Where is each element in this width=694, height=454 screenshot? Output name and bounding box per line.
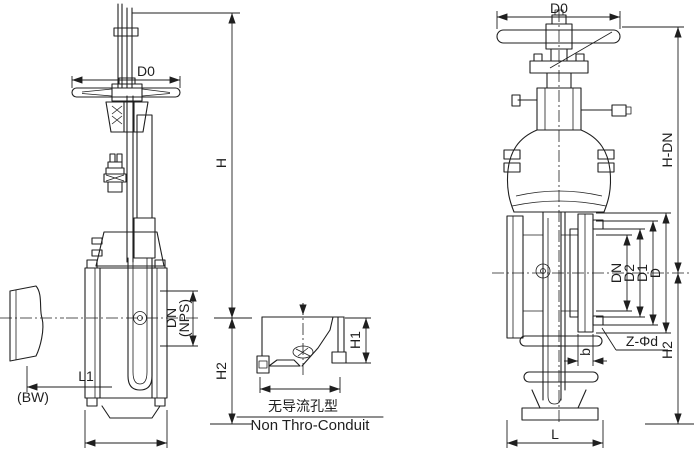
- left-d0-label: D0: [137, 63, 155, 79]
- weld-end-detail: L1 (BW): [0, 285, 112, 405]
- right-h2-label: H2: [659, 341, 675, 359]
- non-conduit-detail: H1 无导流孔型 Non Thro-Conduit: [236, 303, 384, 434]
- right-valve-dimensions: D0 H-DN DN D2 D1 D Z-Φd b H2 L: [496, 0, 694, 448]
- right-valve-view: [492, 9, 690, 424]
- left-h-label: H: [213, 158, 229, 168]
- insert-h1-label: H1: [347, 331, 363, 349]
- right-b-label: b: [577, 348, 593, 356]
- left-h2-label: H2: [213, 362, 229, 380]
- left-nps-label: (NPS): [176, 299, 192, 337]
- right-d2-label: D2: [621, 264, 637, 282]
- right-dn-label: DN: [608, 263, 624, 283]
- right-d1-label: D1: [634, 264, 650, 282]
- right-d-label: D: [647, 268, 663, 278]
- right-zphid-label: Z-Φd: [626, 333, 658, 349]
- right-l-label: L: [551, 426, 559, 442]
- right-hdn-label: H-DN: [659, 133, 675, 168]
- weld-l1-label: L1: [78, 368, 94, 384]
- left-valve-dimensions: D0 H H2 DN (NPS): [71, 12, 252, 448]
- weld-bw-label: (BW): [17, 389, 49, 405]
- right-d0-label: D0: [550, 0, 568, 16]
- left-valve-view: [66, 3, 200, 419]
- left-dn-label: DN: [163, 308, 179, 328]
- insert-caption-zh: 无导流孔型: [268, 398, 338, 414]
- insert-caption-en: Non Thro-Conduit: [251, 417, 371, 434]
